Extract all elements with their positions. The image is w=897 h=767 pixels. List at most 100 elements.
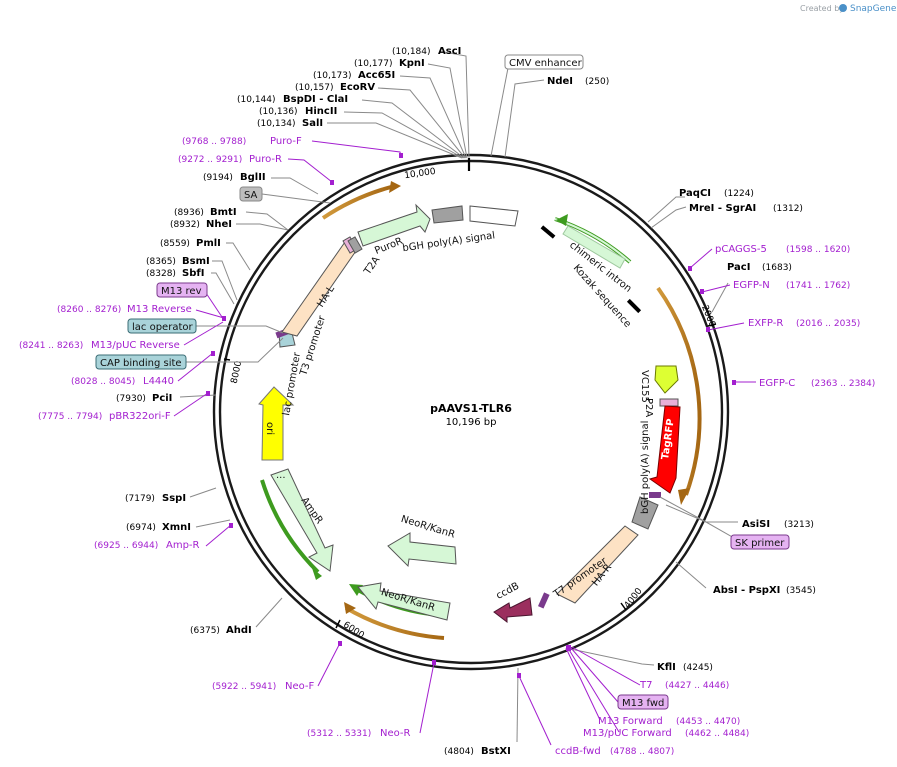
credit-brand: SnapGene [850,4,897,14]
tick-6000 [335,619,341,629]
pos-xmni: (6974) [126,523,156,533]
orf-arrowhead-right [678,488,690,505]
pos-m13-forward: (4453 .. 4470) [676,717,740,727]
name-m13-puc-reverse: M13/pUC Reverse [91,340,180,351]
label-ccdb: ccdB [495,581,522,602]
cmv-enhancer-box [469,205,519,227]
ha-r-box [556,525,639,604]
name-puro-f: Puro-F [270,136,302,147]
ccdb-arrow [493,597,533,624]
label-vc155: VC155 [639,370,650,403]
name-amp-r: Amp-R [166,540,200,551]
leader-absi-pspxi [675,561,707,589]
leader-cap-binding [186,337,284,363]
pos-asci: (10,184) [392,47,431,57]
backbone-inner [218,159,724,665]
orf-arrowhead-bottom [344,602,356,614]
box-sa [239,186,263,202]
name-m13-reverse: M13 Reverse [127,304,192,315]
label-bgh-polya-top: bGH poly(A) signal [402,230,496,254]
pos-kfli: (4245) [683,663,713,673]
pos-paqci: (1224) [724,189,754,199]
mark-neo-f [338,641,342,646]
leader-m13-reverse [195,309,225,319]
backbone [212,153,730,671]
pos-ccdb-fwd: (4788 .. 4807) [610,747,674,757]
name-asci: AscI [438,46,461,57]
name-sspi: SspI [162,493,186,504]
pos-m13-puc-reverse: (8241 .. 8263) [19,341,83,351]
snapgene-logo-icon [839,4,847,12]
name-ccdb-fwd: ccdB-fwd [555,746,601,757]
label-m13-rev: M13 rev [161,286,202,297]
sk-site-marker [649,492,661,498]
leader-acc65i [399,75,467,159]
leader-ecorv [377,87,466,159]
leader-t7 [571,646,641,686]
neo-kan-arrow-outer [357,582,451,621]
name-paqci: PaqCI [679,188,711,199]
pos-absi-pspxi: (3545) [786,586,816,596]
name-pcaggs-5: pCAGGS-5 [715,244,767,255]
mark-m13 [222,316,226,321]
name-l4440: L4440 [143,376,174,387]
pos-neo-r: (5312 .. 5331) [307,729,371,739]
orf-arrowhead-chimeric [556,214,568,226]
leader-bsmi [212,260,238,301]
leader-bstxi [516,667,519,743]
leader-puro-r [287,158,333,183]
leader-amp-r [205,524,232,547]
leader-neo-r [419,662,435,734]
pos-egfp-n: (1741 .. 1762) [786,281,850,291]
label-ori: ori [264,422,275,435]
label-m13-fwd: M13 fwd [622,698,664,709]
orf-arc-bottom [345,606,445,640]
plasmid-title: pAAVS1-TLR6 10,196 bp [430,402,512,428]
leader-neo-f [317,642,341,687]
tick-8000 [223,358,231,361]
leader-mrei-sgrai [650,206,687,229]
leader-m13-forward [565,647,601,721]
features [258,203,681,624]
name-puro-r: Puro-R [249,154,282,165]
pos-hincii: (10,136) [259,107,298,117]
pos-pcii: (7930) [116,394,146,404]
name-bspdi-clai: BspDI - ClaI [283,94,348,105]
leader-bglii [271,177,319,195]
name-pbr322ori-f: pBR322ori-F [109,411,171,422]
orf-arrowhead-amp-green [312,568,322,580]
pos-bstxi: (4804) [444,747,474,757]
pos-bspdi-clai: (10,144) [237,95,276,105]
pos-egfp-c: (2363 .. 2384) [811,379,875,389]
name-paci: PacI [727,262,750,273]
pos-ndei: (250) [585,77,609,87]
name-sbfi: SbfI [182,268,204,279]
name-ahdi: AhdI [226,625,252,636]
leader-puro-f [311,140,402,157]
ampr-arrow [270,468,334,572]
mark-ccdb-fwd [517,673,521,678]
t7-promoter-marker [538,592,550,609]
credit-prefix: Created by [800,4,844,13]
ori-arrow [258,386,295,461]
pos-pmli: (8559) [160,239,190,249]
box-m13-rev [156,282,208,298]
leader-pcii [179,394,217,398]
label-lac-promoter: lac promoter [281,351,303,417]
label-cmv-enhancer: CMV enhancer [509,58,583,69]
pos-asisi: (3213) [784,520,814,530]
leader-l4440 [177,352,214,382]
intron-marker [540,225,556,239]
leader-pmli [226,242,251,271]
name-m13-puc-forward: M13/pUC Forward [583,728,672,739]
tick-label-4000: 4000 [623,586,645,610]
pos-paci: (1683) [762,263,792,273]
tick-label-6000: 6000 [341,620,366,641]
neo-kan-arrow-inner [387,532,457,568]
primer-labels: (9768 .. 9788) Puro-F (9272 .. 9291) Pur… [19,136,875,757]
box-cap-binding-site [95,354,187,370]
pos-exfp-r: (2016 .. 2035) [796,319,860,329]
chimeric-intron-arrow [562,225,626,269]
pos-t7: (4427 .. 4446) [665,681,729,691]
sa-box [347,236,363,254]
